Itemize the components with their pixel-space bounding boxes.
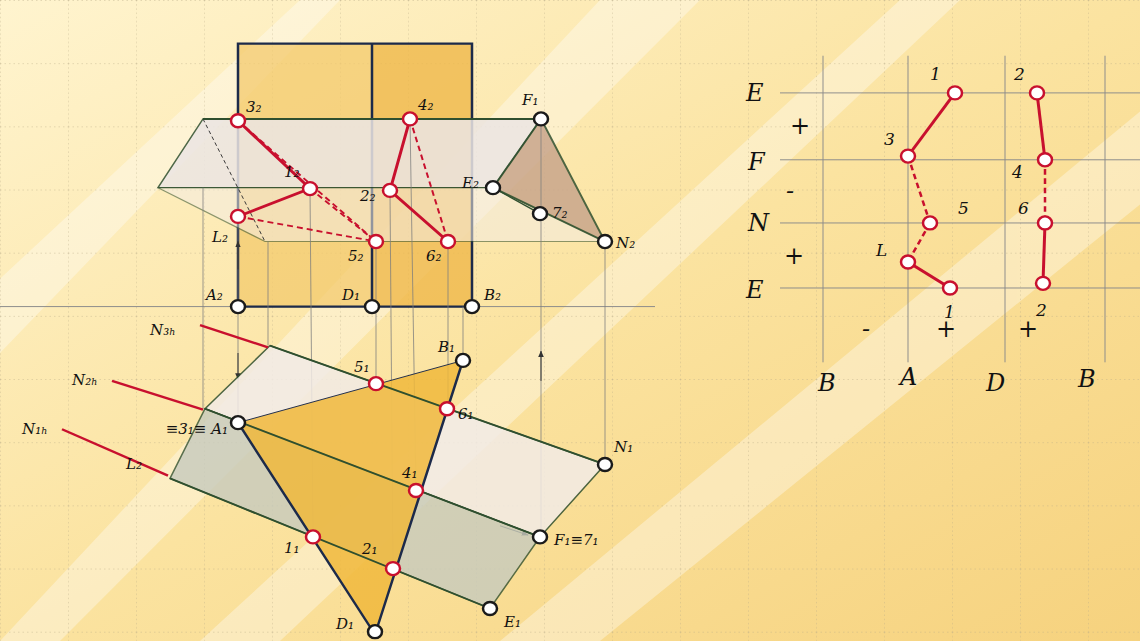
point-label: 7₂ [552,206,568,221]
row-letter: E [746,278,764,302]
point-number: 1 [930,66,941,83]
trace-label: N₁ₕ [22,422,48,437]
point-label: ≡3₁≡ A₁ [166,422,228,437]
point-label: B₁ [438,340,455,355]
point-label: B₂ [484,288,501,303]
sign-mark: + [790,114,810,138]
point-label: L [876,242,887,259]
point-label: 5₂ [348,249,364,264]
point-label: 5₁ [354,360,370,375]
point-number: 6 [1018,200,1029,217]
column-letter: B [1078,367,1096,391]
point-label: E₁ [504,615,521,630]
point-label: 2₁ [362,542,378,557]
section-hidden-line [238,119,448,242]
trace-label: N₂ₕ [72,373,98,388]
point-number: 4 [1012,164,1023,181]
sign-mark: + [1018,317,1038,341]
point-number: 2 [1014,66,1025,83]
intersection-point [231,86,1052,575]
plane-outline [238,305,472,307]
prism-edge [170,346,605,609]
section-line [238,119,448,242]
trace-label: N₃ₕ [150,323,176,338]
row-letter: E [746,81,764,105]
point-label: 3₂ [246,100,262,115]
vertex-point [231,112,612,638]
point-number: 5 [958,200,969,217]
row-letter: F [748,150,765,174]
sign-mark: + [936,317,956,341]
prism-face [158,119,541,188]
point-label: E₂ [462,176,479,191]
column-letter: B [818,371,836,395]
direction-arrow [238,353,239,379]
point-label: 6₁ [458,407,474,422]
point-label: A₂ [206,288,223,303]
point-label: 1₁ [284,541,300,556]
column-letter: A [900,365,917,389]
plane-outline [238,360,463,422]
sign-mark: + [784,244,804,268]
axis-line [0,306,655,307]
point-label: 4₂ [418,98,434,113]
point-label: N₂ [616,236,635,251]
point-label: 4₁ [402,466,418,481]
row-letter: N [748,211,769,235]
sign-mark: - [786,179,794,203]
section-hidden-line [908,156,1045,262]
point-label: L₂ [126,457,142,472]
point-label: D₁ [342,288,360,303]
column-letter: D [986,371,1005,395]
direction-arrow [541,351,542,381]
point-number: 3 [884,131,895,148]
section-line [908,93,1045,288]
point-label: 1₂ [284,165,300,180]
point-label: F₁≡7₁ [554,533,599,548]
point-label: D₁ [336,617,354,632]
point-label: 2₂ [360,189,376,204]
prism-edge [203,118,541,120]
prism-end [493,119,605,242]
point-label: N₁ [614,440,633,455]
trace-line [62,325,268,475]
chart-grid [780,56,1140,363]
point-label: F₁ [522,93,538,108]
point-label: L₂ [212,230,228,245]
direction-arrow [238,242,239,270]
sign-mark: - [862,317,870,341]
point-label: 6₂ [426,249,442,264]
